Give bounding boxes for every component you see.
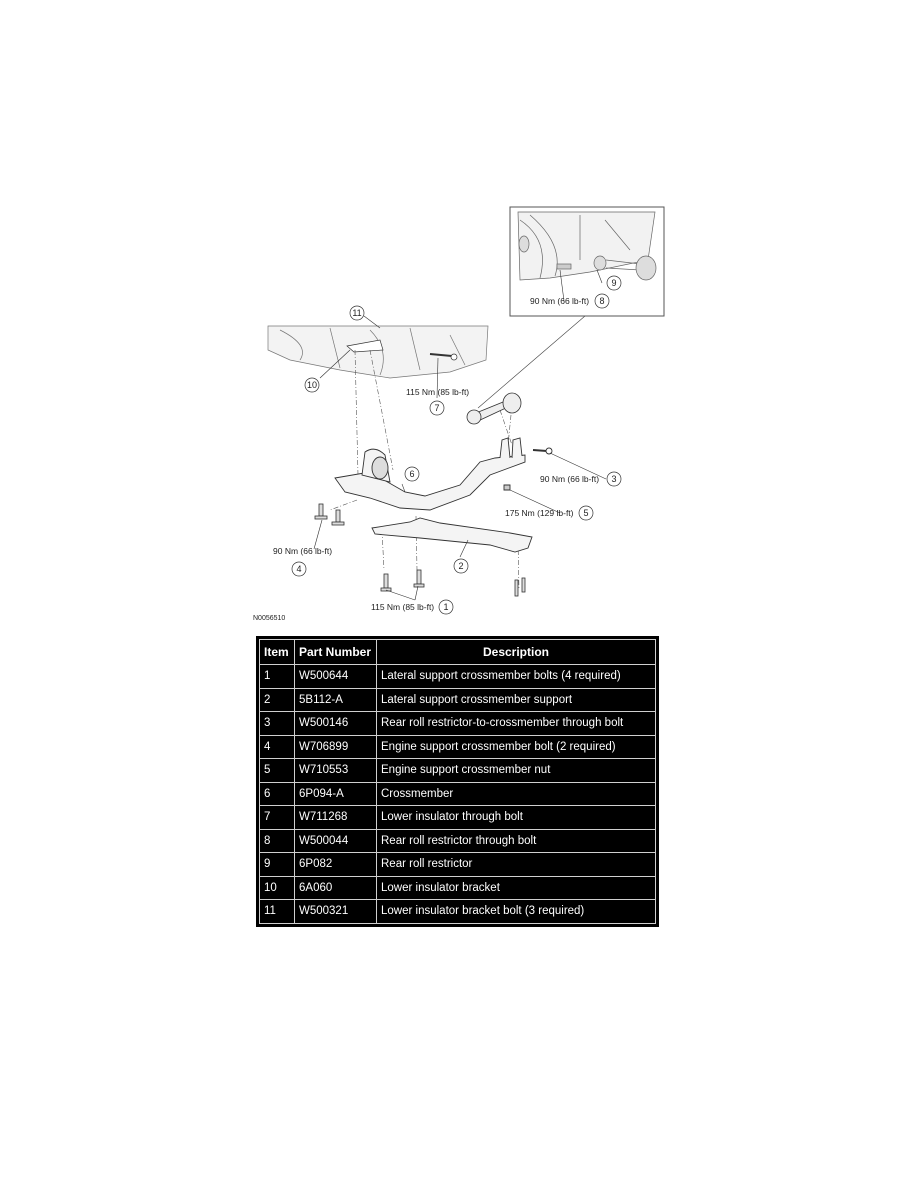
callout-3: 3 [611, 474, 616, 484]
cell-description: Rear roll restrictor-to-crossmember thro… [376, 711, 656, 736]
torque-8: 90 Nm (66 lb-ft) [530, 296, 589, 306]
cell-part-number: 6P094-A [294, 781, 377, 806]
header-part-number: Part Number [294, 639, 377, 665]
cell-description: Lower insulator bracket bolt (3 required… [376, 899, 656, 924]
torque-5: 175 Nm (129 lb-ft) [505, 508, 574, 518]
cell-part-number: W500044 [294, 828, 377, 853]
cell-description: Lower insulator bracket [376, 875, 656, 900]
header-description: Description [376, 639, 656, 665]
callout-6: 6 [409, 469, 414, 479]
cell-part-number: W500146 [294, 711, 377, 736]
callout-10: 10 [307, 380, 317, 390]
cell-part-number: 6A060 [294, 875, 377, 900]
callout-2: 2 [458, 561, 463, 571]
callout-circles [291, 275, 622, 615]
torque-7: 115 Nm (85 lb-ft) [406, 387, 469, 397]
rear-roll-restrictor-drawing [466, 392, 522, 425]
callout-8: 8 [599, 296, 604, 306]
figure-id: N0056510 [253, 615, 285, 622]
torque-3: 90 Nm (66 lb-ft) [540, 474, 599, 484]
cell-item: 4 [259, 734, 295, 759]
cell-description: Engine support crossmember bolt (2 requi… [376, 734, 656, 759]
cell-description: Lateral support crossmember support [376, 687, 656, 712]
crossmember-exploded-diagram: 1 2 3 4 5 6 7 8 9 10 11 115 Nm (85 lb-ft… [253, 206, 665, 622]
alignment-lines [329, 349, 520, 591]
cell-part-number: W710553 [294, 758, 377, 783]
cell-description: Lower insulator through bolt [376, 805, 656, 830]
cell-item: 2 [259, 687, 295, 712]
cell-part-number: W500321 [294, 899, 377, 924]
lateral-support-drawing [371, 517, 533, 553]
callout-11: 11 [352, 308, 361, 318]
crossmember-drawing [334, 437, 553, 511]
cell-part-number: W711268 [294, 805, 377, 830]
transmission-drawing [267, 325, 489, 379]
cell-part-number: 5B112-A [294, 687, 377, 712]
cell-description: Engine support crossmember nut [376, 758, 656, 783]
cell-item: 8 [259, 828, 295, 853]
cell-part-number: 6P082 [294, 852, 377, 877]
callout-9: 9 [611, 278, 616, 288]
cell-description: Crossmember [376, 781, 656, 806]
table-header-row: Item Part Number Description [259, 639, 656, 665]
cell-part-number: W500644 [294, 664, 377, 689]
cell-item: 10 [259, 875, 295, 900]
header-item: Item [259, 639, 295, 665]
callout-4: 4 [296, 564, 301, 574]
inset-transmission-drawing [517, 211, 657, 281]
torque-1: 115 Nm (85 lb-ft) [371, 602, 434, 612]
callout-5: 5 [583, 508, 588, 518]
cell-description: Lateral support crossmember bolts (4 req… [376, 664, 656, 689]
callout-1: 1 [443, 602, 448, 612]
cell-item: 9 [259, 852, 295, 877]
callout-7: 7 [434, 403, 439, 413]
cell-item: 5 [259, 758, 295, 783]
cell-description: Rear roll restrictor [376, 852, 656, 877]
cell-item: 7 [259, 805, 295, 830]
cell-item: 1 [259, 664, 295, 689]
torque-4: 90 Nm (66 lb-ft) [273, 546, 332, 556]
bolts-drawing [314, 503, 526, 597]
cell-item: 3 [259, 711, 295, 736]
cell-item: 11 [259, 899, 295, 924]
cell-part-number: W706899 [294, 734, 377, 759]
cell-item: 6 [259, 781, 295, 806]
cell-description: Rear roll restrictor through bolt [376, 828, 656, 853]
